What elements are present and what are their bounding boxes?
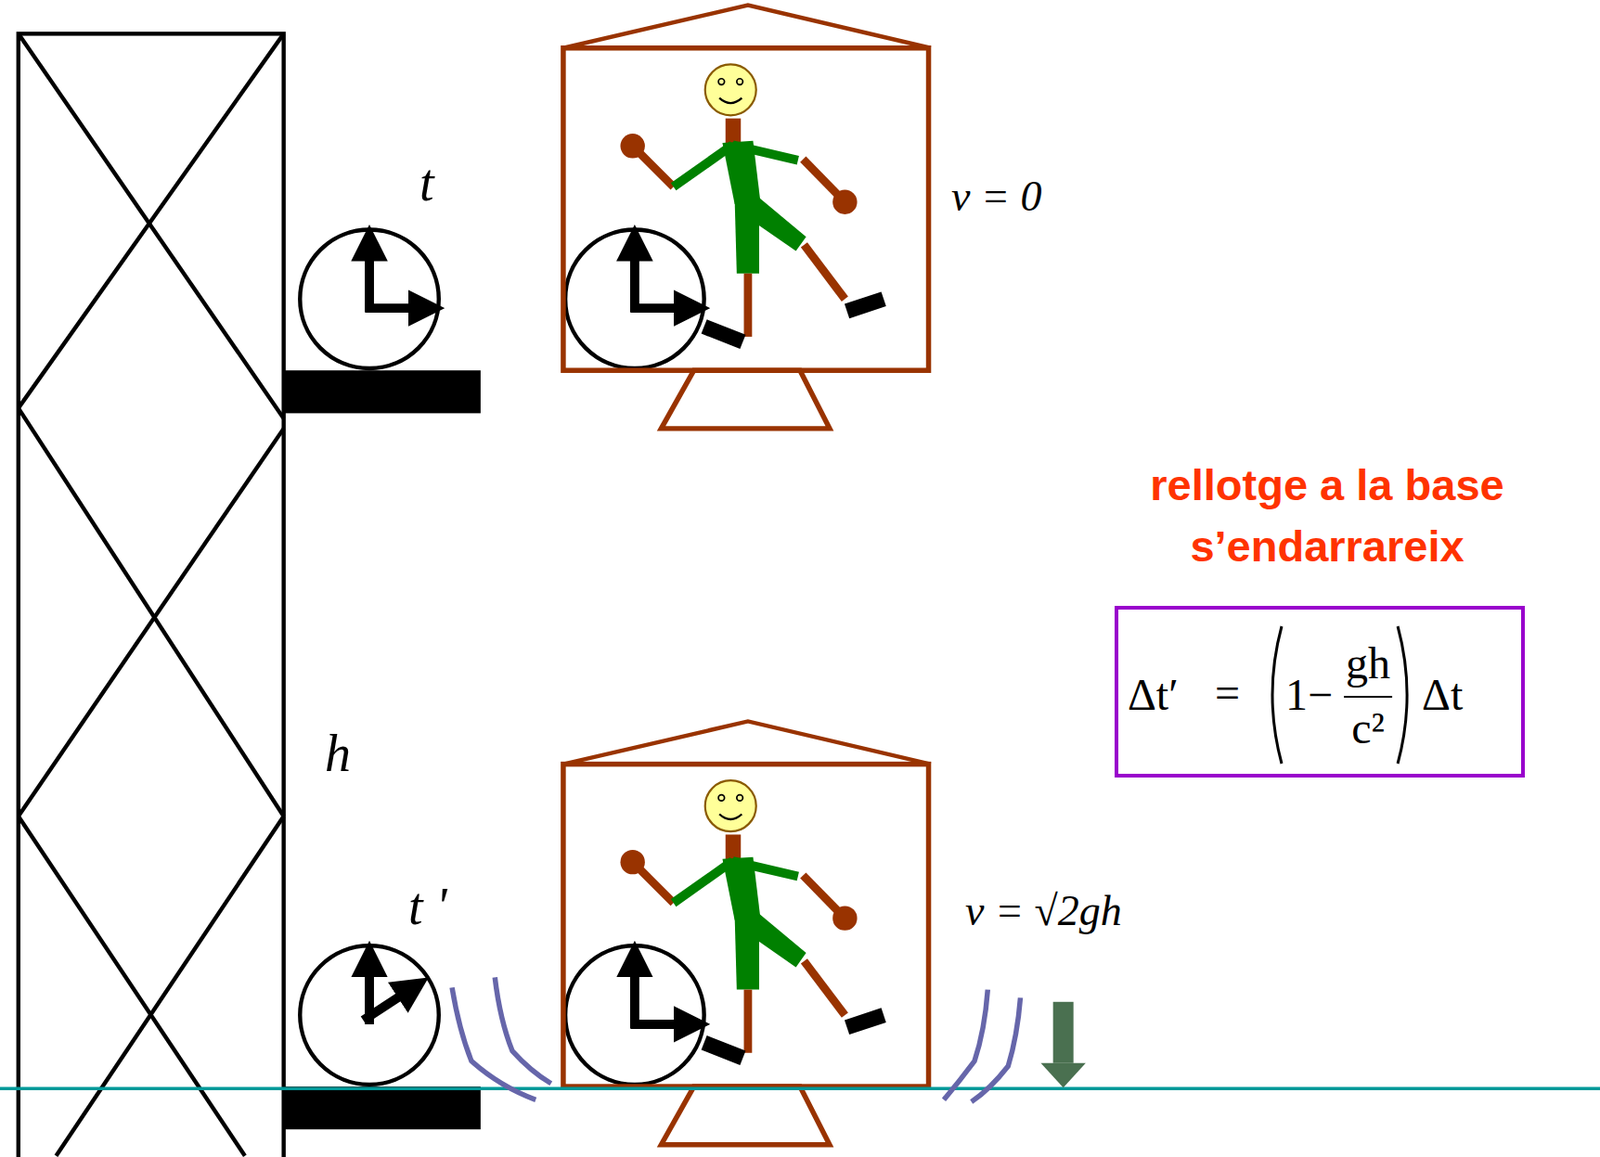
formula-part: 1−	[1285, 672, 1333, 718]
paren-left	[1272, 626, 1282, 764]
formula-box: Δt′ = 1− gh c² Δt	[1114, 606, 1525, 778]
variable-label: h	[324, 723, 351, 784]
formula-part: gh	[1345, 641, 1391, 686]
formula-part: c²	[1351, 706, 1385, 751]
variable-label: t	[419, 153, 435, 213]
variable-label: v = √2gh	[965, 886, 1123, 936]
fraction-bar	[1343, 696, 1393, 698]
note-text: rellotge a la base s’endarrareix	[1076, 454, 1578, 578]
variable-label: t '	[408, 877, 448, 937]
variable-label: v = 0	[951, 171, 1042, 221]
formula-part: Δt′	[1127, 672, 1179, 718]
formula-part: =	[1214, 670, 1240, 716]
formula-part: Δt	[1421, 672, 1463, 718]
paren-right	[1397, 626, 1407, 764]
